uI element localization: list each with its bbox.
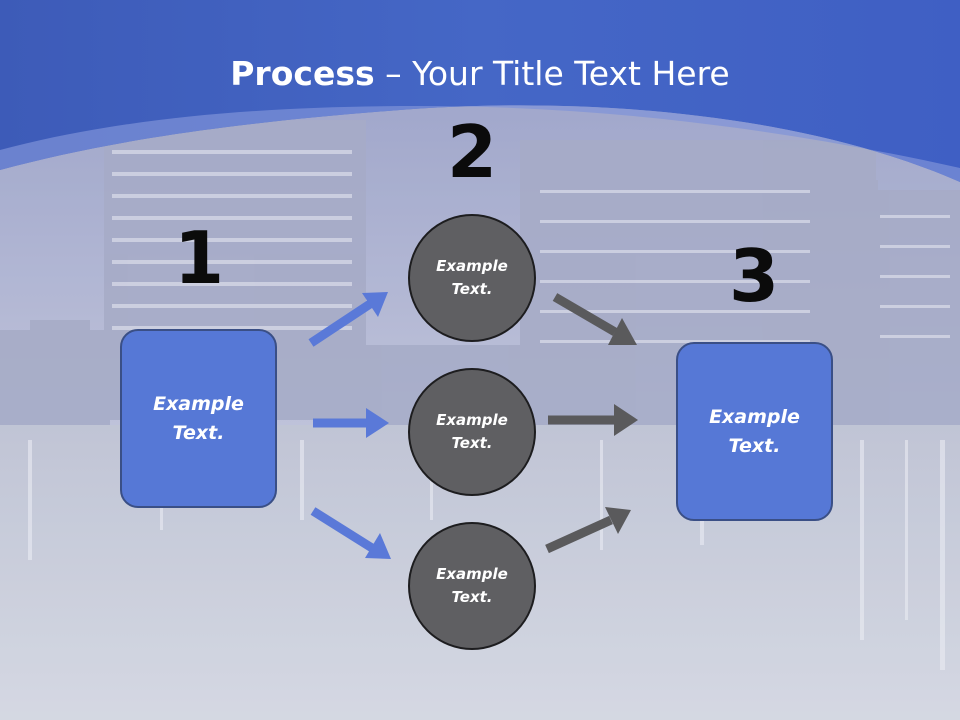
step-1-box: Example Text. (120, 329, 277, 508)
slide-title: Process – Your Title Text Here (0, 52, 960, 96)
step-number-2: 2 (446, 110, 498, 194)
circle-top-text: Example Text. (436, 257, 508, 298)
arrow-box1-to-top-circle (308, 292, 388, 347)
arrow-middle-circle-to-box3 (548, 404, 638, 436)
arrow-box1-to-middle-circle (313, 408, 389, 438)
step-number-1: 1 (173, 216, 225, 300)
gray-arrows (545, 293, 638, 554)
step-2-circle-top: Example Text. (408, 214, 536, 342)
arrow-bottom-circle-to-box3 (545, 507, 631, 554)
circle-middle-text: Example Text. (436, 411, 508, 452)
step-1-text: Example Text. (153, 392, 244, 444)
step-2-circle-bottom: Example Text. (408, 522, 536, 650)
step-2-circle-middle: Example Text. (408, 368, 536, 496)
title-bold: Process (230, 54, 375, 93)
title-rest: – Your Title Text Here (374, 54, 730, 93)
step-3-box: Example Text. (676, 342, 833, 521)
step-number-3: 3 (728, 234, 780, 318)
circle-bottom-text: Example Text. (436, 565, 508, 606)
arrow-top-circle-to-box3 (552, 293, 637, 345)
arrow-box1-to-bottom-circle (310, 507, 391, 559)
step-3-text: Example Text. (709, 405, 800, 457)
blue-arrows (308, 292, 391, 559)
